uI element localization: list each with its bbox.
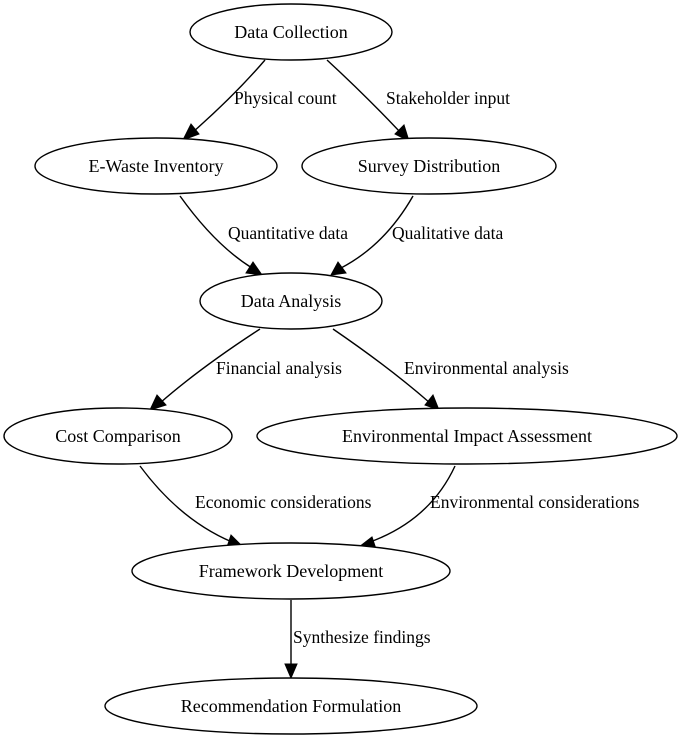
node-ewaste-inventory: E-Waste Inventory: [34, 137, 278, 195]
node-label: Data Analysis: [241, 291, 342, 311]
node-label: E-Waste Inventory: [89, 156, 224, 176]
node-recommendation: Recommendation Formulation: [104, 677, 478, 735]
edge-label-qualitative-data: Qualitative data: [392, 223, 504, 243]
edge-data-analysis-to-env-impact: [332, 328, 440, 411]
arrowhead: [424, 394, 440, 411]
node-data-collection: Data Collection: [189, 3, 393, 61]
edge-line: [332, 328, 431, 404]
arrowhead: [284, 663, 298, 680]
edge-label-economic-considerations: Economic considerations: [195, 492, 372, 512]
edge-label-financial-analysis: Financial analysis: [216, 358, 342, 378]
node-label: Recommendation Formulation: [181, 696, 401, 716]
edge-line: [340, 195, 414, 269]
edge-label-synthesize-findings: Synthesize findings: [293, 627, 431, 647]
edge-label-environmental-considerations: Environmental considerations: [430, 492, 640, 512]
edge-label-environmental-analysis: Environmental analysis: [404, 358, 569, 378]
edge-label-physical-count: Physical count: [234, 88, 337, 108]
node-env-impact: Environmental Impact Assessment: [256, 407, 678, 465]
arrowhead: [245, 261, 264, 276]
edge-data-analysis-to-cost-comparison: [149, 328, 261, 411]
node-data-analysis: Data Analysis: [199, 272, 383, 330]
edge-line: [179, 195, 253, 269]
edge-survey-distribution-to-data-analysis: [330, 195, 414, 276]
edge-label-stakeholder-input: Stakeholder input: [386, 88, 510, 108]
node-label: Framework Development: [199, 561, 383, 581]
edge-line: [326, 59, 401, 133]
edge-ewaste-inventory-to-data-analysis: [179, 195, 264, 276]
edge-line: [159, 328, 261, 404]
node-label: Environmental Impact Assessment: [342, 426, 592, 446]
arrowhead: [330, 261, 347, 276]
edge-line: [139, 465, 233, 543]
node-label: Survey Distribution: [358, 156, 501, 176]
edge-framework-dev-to-recommendation: [284, 600, 298, 680]
edge-line: [192, 59, 266, 133]
arrowhead: [149, 394, 167, 411]
edge-line: [369, 465, 456, 543]
node-cost-comparison: Cost Comparison: [3, 407, 233, 465]
arrowhead: [394, 124, 410, 142]
node-framework-dev: Framework Development: [131, 542, 451, 600]
node-label: Data Collection: [234, 22, 347, 42]
arrowhead: [181, 123, 200, 141]
node-label: Cost Comparison: [55, 426, 181, 446]
edge-label-quantitative-data: Quantitative data: [228, 223, 348, 243]
node-survey-distribution: Survey Distribution: [301, 137, 557, 195]
edge-data-collection-to-survey-distribution: [326, 59, 410, 142]
edge-data-collection-to-ewaste-inventory: [181, 59, 266, 141]
